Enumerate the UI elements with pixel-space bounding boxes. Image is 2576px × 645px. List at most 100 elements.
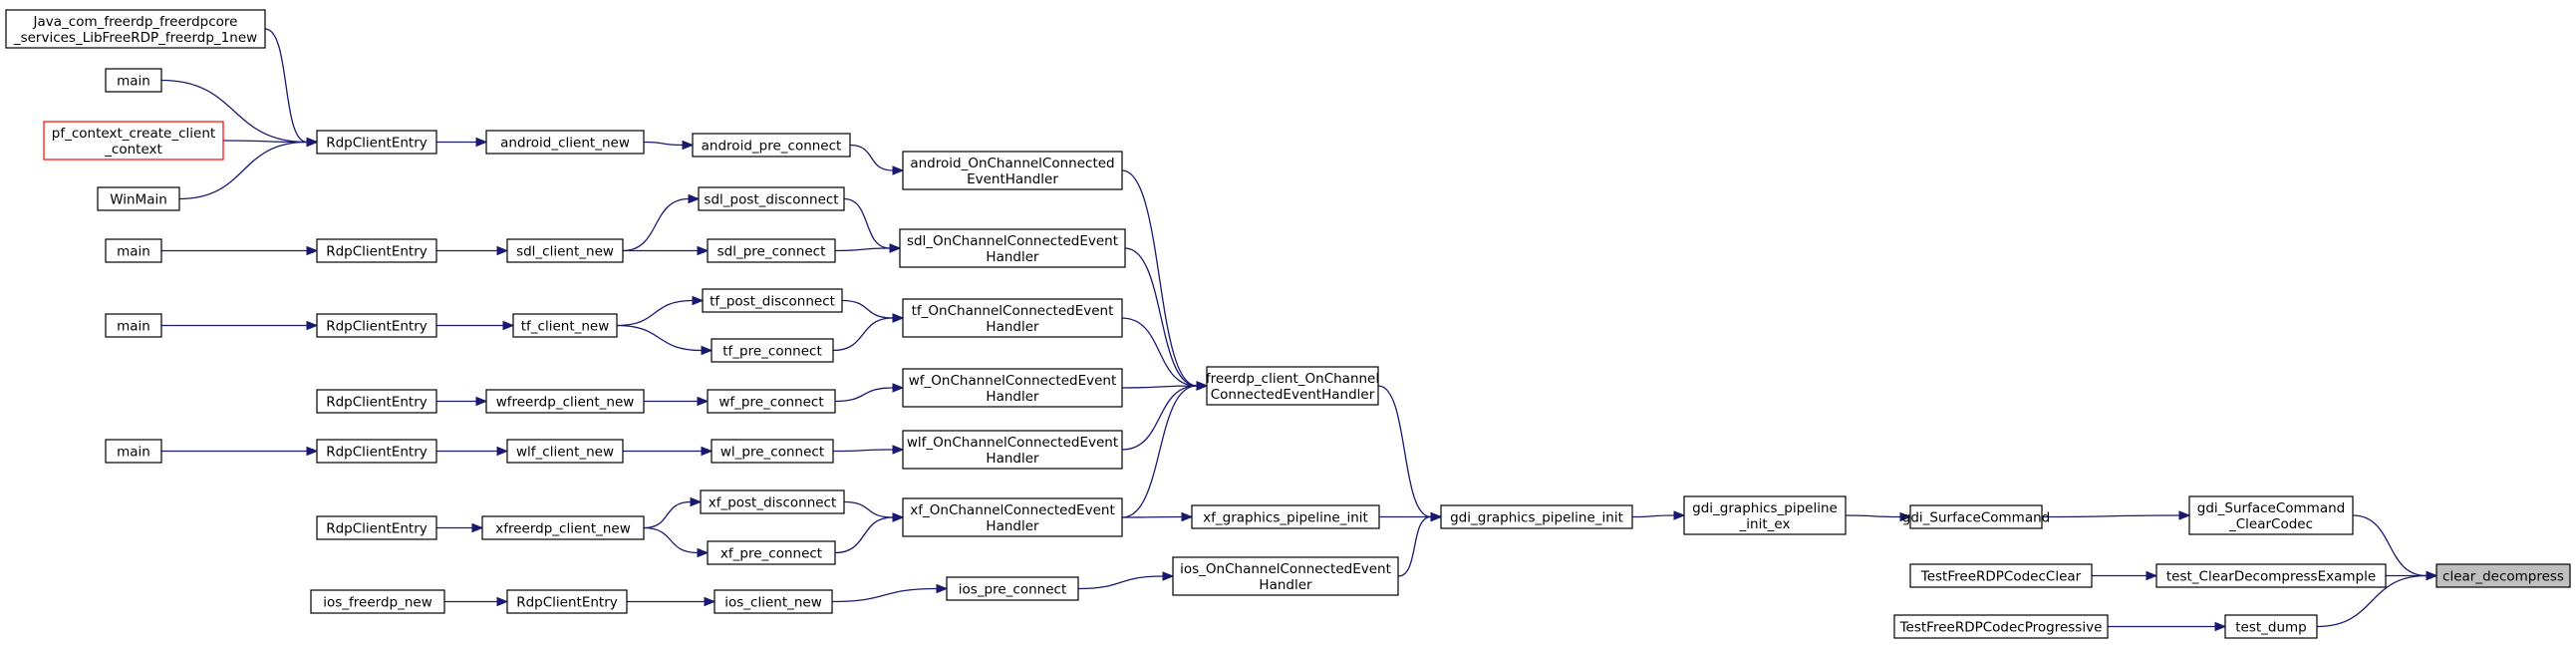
node-rdp-entry-7[interactable]: RdpClientEntry	[506, 589, 628, 614]
arrowhead-icon	[936, 583, 949, 594]
arrowhead-icon	[1430, 511, 1443, 522]
edge-gdi-surface-command-to-gdi-surface-command-clearcodec	[2041, 514, 2180, 518]
node-android-client-new[interactable]: android_client_new	[485, 130, 645, 155]
node-main-3[interactable]: main	[105, 313, 162, 338]
node-tf-pre-connect[interactable]: tf_pre_connect	[711, 338, 834, 363]
node-box	[1683, 495, 1847, 535]
edge-wf-onchannel-to-freerdp-onchannel	[1121, 385, 1198, 389]
node-test-freerdp-codec-progressive[interactable]: TestFreeRDPCodecProgressive	[1893, 614, 2109, 639]
arrowhead-icon	[475, 396, 488, 407]
edge-xf-onchannel-to-freerdp-onchannel	[1121, 385, 1198, 518]
arrowhead-icon	[704, 596, 716, 607]
edge-wlf-onchannel-to-freerdp-onchannel	[1121, 385, 1198, 451]
node-rdp-entry-5[interactable]: RdpClientEntry	[316, 439, 437, 464]
node-label: tf_pre_connect	[722, 344, 822, 360]
node-box	[105, 313, 162, 338]
node-clear-decompress[interactable]: clear_decompress	[2435, 563, 2571, 588]
node-sdl-client-new[interactable]: sdl_client_new	[506, 238, 624, 263]
node-label: RdpClientEntry	[326, 136, 428, 152]
node-wl-pre-connect[interactable]: wl_pre_connect	[711, 439, 834, 464]
arrowhead-icon	[1181, 511, 1194, 522]
node-xf-pre-connect[interactable]: xf_pre_connect	[707, 540, 836, 565]
node-sdl-post-disconnect[interactable]: sdl_post_disconnect	[698, 186, 845, 211]
node-xf-graphics-pipeline-init[interactable]: xf_graphics_pipeline_init	[1191, 504, 1380, 529]
edge-tf-pre-connect-to-tf-onchannel	[832, 317, 894, 352]
node-rdp-entry-4[interactable]: RdpClientEntry	[316, 389, 437, 414]
node-test-clear-decompress-example[interactable]: test_ClearDecompressExample	[2155, 563, 2387, 588]
node-wlf-client-new[interactable]: wlf_client_new	[506, 439, 624, 464]
node-box	[105, 68, 162, 93]
node-xfreerdp-client-new[interactable]: xfreerdp_client_new	[481, 515, 645, 540]
node-label: xf_post_disconnect	[709, 495, 837, 511]
edge-xf-pre-connect-to-xf-onchannel	[834, 516, 894, 554]
node-android-pre-connect[interactable]: android_pre_connect	[692, 133, 851, 158]
node-label: pf_context_create_client	[52, 126, 215, 142]
node-rdp-entry-2[interactable]: RdpClientEntry	[316, 238, 437, 263]
node-label: Handler	[986, 451, 1039, 467]
node-pf-context[interactable]: pf_context_create_client_context	[43, 121, 224, 161]
edge-ios-onchannel-to-gdi-graphics-pipeline-init	[1397, 515, 1432, 577]
node-sdl-pre-connect[interactable]: sdl_pre_connect	[707, 238, 836, 263]
node-box	[902, 368, 1123, 408]
node-main-2[interactable]: main	[105, 238, 162, 263]
node-test-freerdp-codec-clear[interactable]: TestFreeRDPCodecClear	[1909, 563, 2093, 588]
node-box	[43, 121, 224, 161]
node-tf-post-disconnect[interactable]: tf_post_disconnect	[702, 288, 843, 313]
call-graph-nodes: Java_com_freerdp_freerdpcore_services_Li…	[5, 9, 2571, 639]
node-label: tf_client_new	[521, 319, 610, 335]
node-freerdp-onchannel[interactable]: freerdp_client_OnChannelConnectedEventHa…	[1206, 366, 1379, 406]
edge-tf-post-disconnect-to-tf-onchannel	[841, 299, 894, 319]
arrowhead-icon	[475, 137, 488, 148]
node-label: RdpClientEntry	[326, 445, 428, 461]
node-ios-client-new[interactable]: ios_client_new	[714, 589, 833, 614]
node-label: sdl_OnChannelConnectedEvent	[907, 233, 1118, 249]
arrowhead-icon	[701, 345, 714, 356]
node-java-jni[interactable]: Java_com_freerdp_freerdpcore_services_Li…	[5, 9, 266, 49]
node-label: wl_pre_connect	[720, 445, 824, 461]
arrowhead-icon	[892, 165, 905, 175]
node-label: android_client_new	[500, 136, 630, 152]
node-gdi-graphics-pipeline-init[interactable]: gdi_graphics_pipeline_init	[1440, 504, 1633, 529]
edge-gdi-surface-command-clearcodec-to-clear-decompress	[2352, 514, 2428, 577]
node-label: ConnectedEventHandler	[1211, 387, 1375, 403]
node-box	[902, 298, 1123, 338]
node-wfreerdp-client-new[interactable]: wfreerdp_client_new	[485, 389, 645, 414]
arrowhead-icon	[682, 140, 695, 151]
node-ios-freerdp-new[interactable]: ios_freerdp_new	[310, 589, 445, 614]
node-ios-pre-connect[interactable]: ios_pre_connect	[946, 576, 1079, 601]
node-box	[316, 313, 437, 338]
arrowhead-icon	[701, 446, 714, 457]
node-rdp-entry-3[interactable]: RdpClientEntry	[316, 313, 437, 338]
node-test-dump[interactable]: test_dump	[2224, 614, 2318, 639]
arrowhead-icon	[889, 243, 902, 253]
edge-xf-post-disconnect-to-xf-onchannel	[843, 500, 894, 518]
arrowhead-icon	[502, 320, 515, 331]
node-gdi-graphics-pipeline-init-ex[interactable]: gdi_graphics_pipeline_init_ex	[1683, 495, 1847, 535]
node-box	[316, 389, 437, 414]
node-label: wlf_OnChannelConnectedEvent	[907, 435, 1118, 451]
node-label: main	[117, 445, 150, 461]
node-gdi-surface-command-clearcodec[interactable]: gdi_SurfaceCommand_ClearCodec	[2188, 495, 2354, 535]
node-rdp-entry-6[interactable]: RdpClientEntry	[316, 515, 437, 540]
node-main-1[interactable]: main	[105, 68, 162, 93]
node-label: EventHandler	[967, 171, 1058, 187]
node-gdi-surface-command[interactable]: gdi_SurfaceCommand	[1902, 504, 2050, 529]
arrowhead-icon	[306, 137, 319, 148]
node-tf-client-new[interactable]: tf_client_new	[512, 313, 618, 338]
node-winmain[interactable]: WinMain	[97, 186, 180, 211]
node-label: main	[117, 244, 150, 260]
node-label: gdi_graphics_pipeline	[1692, 500, 1838, 516]
node-rdp-entry-1[interactable]: RdpClientEntry	[316, 130, 437, 155]
node-xf-post-disconnect[interactable]: xf_post_disconnect	[700, 489, 845, 514]
node-wf-pre-connect[interactable]: wf_pre_connect	[707, 389, 836, 414]
node-main-4[interactable]: main	[105, 439, 162, 464]
arrowhead-icon	[2146, 570, 2158, 581]
